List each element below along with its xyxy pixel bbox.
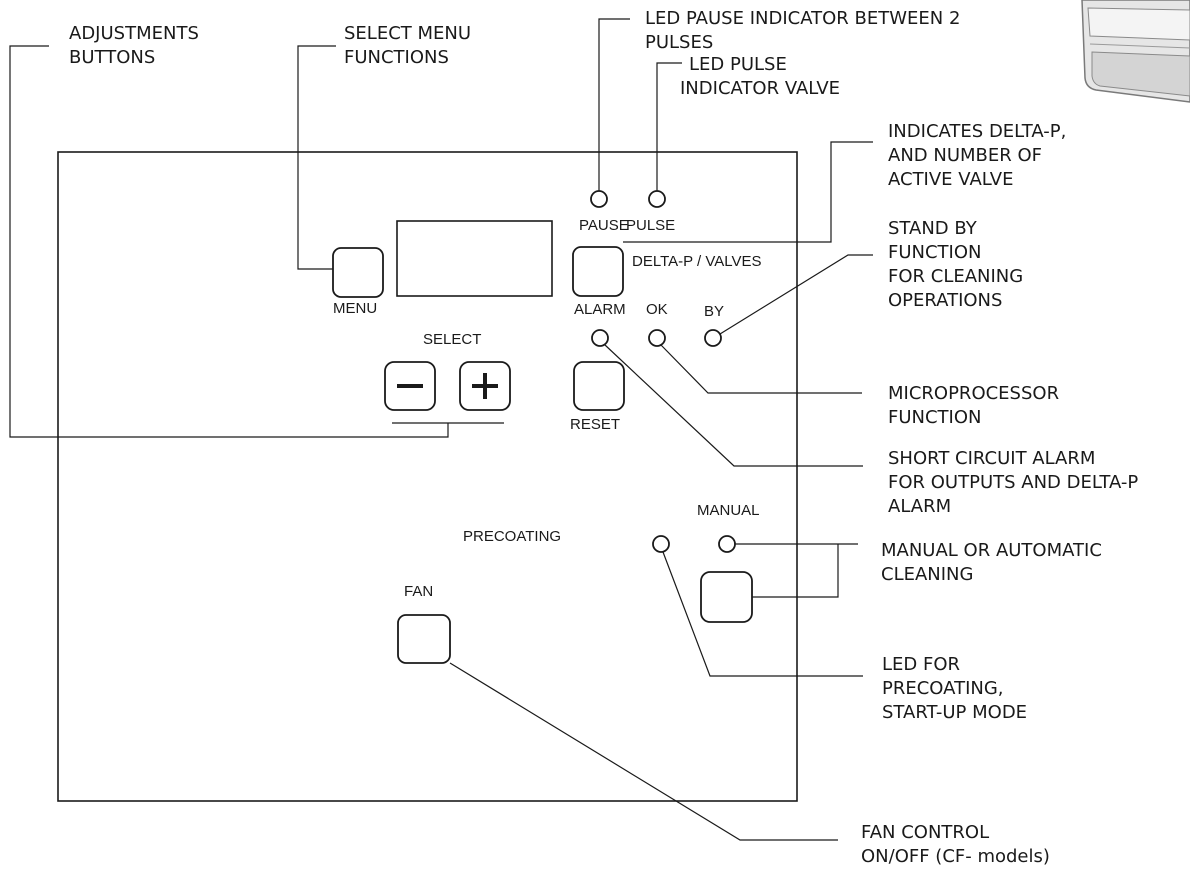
reset-button[interactable]: [574, 362, 624, 410]
manual-label: MANUAL: [697, 502, 760, 519]
ok-led: [649, 330, 665, 346]
ok-label: OK: [646, 301, 668, 318]
callout-adjustments-buttons: ADJUSTMENTS BUTTONS: [69, 23, 205, 68]
manual-button[interactable]: [701, 572, 752, 622]
callout-led-pause-indicator: LED PAUSE INDICATOR BETWEEN 2 PULSES: [645, 8, 966, 53]
by-led: [705, 330, 721, 346]
callout-led-for-precoating: LED FOR PRECOATING, START-UP MODE: [882, 654, 1027, 723]
alarm-label: ALARM: [574, 301, 626, 318]
alarm-led: [592, 330, 608, 346]
callout-indicates-delta-p: INDICATES DELTA-P, AND NUMBER OF ACTIVE …: [888, 121, 1072, 190]
callout-fan-control: FAN CONTROL ON/OFF (CF- models): [861, 822, 1050, 867]
pause-label: PAUSE: [579, 217, 629, 234]
callout-stand-by-function: STAND BY FUNCTION FOR CLEANING OPERATION…: [888, 218, 1029, 311]
menu-label: MENU: [333, 300, 377, 317]
select-label: SELECT: [423, 331, 481, 348]
callout-microprocessor-function: MICROPROCESSOR FUNCTION: [888, 383, 1065, 428]
by-label: BY: [704, 303, 724, 320]
menu-button[interactable]: [333, 248, 383, 297]
precoating-led: [653, 536, 669, 552]
reset-label: RESET: [570, 416, 620, 433]
precoating-label: PRECOATING: [463, 528, 561, 545]
fan-button[interactable]: [398, 615, 450, 663]
fan-label: FAN: [404, 583, 433, 600]
delta-p-valves-button[interactable]: [573, 247, 623, 296]
pulse-label: PULSE: [626, 217, 675, 234]
callout-led-pulse-indicator: LED PULSE INDICATOR VALVE: [680, 54, 840, 99]
callout-manual-or-automatic: MANUAL OR AUTOMATIC CLEANING: [881, 540, 1108, 585]
delta-p-valves-label: DELTA-P / VALVES: [632, 253, 762, 270]
display-screen: [397, 221, 552, 296]
cropped-thumbnail-image: [1082, 0, 1190, 102]
callout-select-menu-functions: SELECT MENU FUNCTIONS: [344, 23, 477, 68]
callout-short-circuit-alarm: SHORT CIRCUIT ALARM FOR OUTPUTS AND DELT…: [888, 448, 1144, 517]
manual-led: [719, 536, 735, 552]
pulse-led: [649, 191, 665, 207]
pause-led: [591, 191, 607, 207]
